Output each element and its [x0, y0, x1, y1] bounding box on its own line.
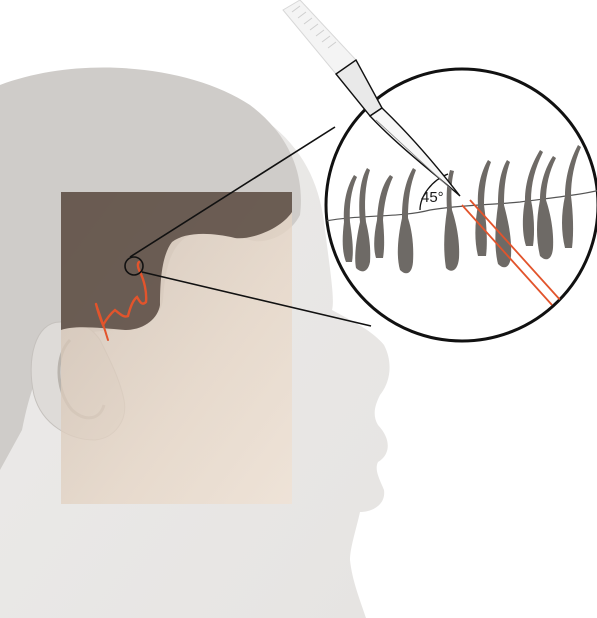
angle-label: 45° [421, 189, 444, 206]
